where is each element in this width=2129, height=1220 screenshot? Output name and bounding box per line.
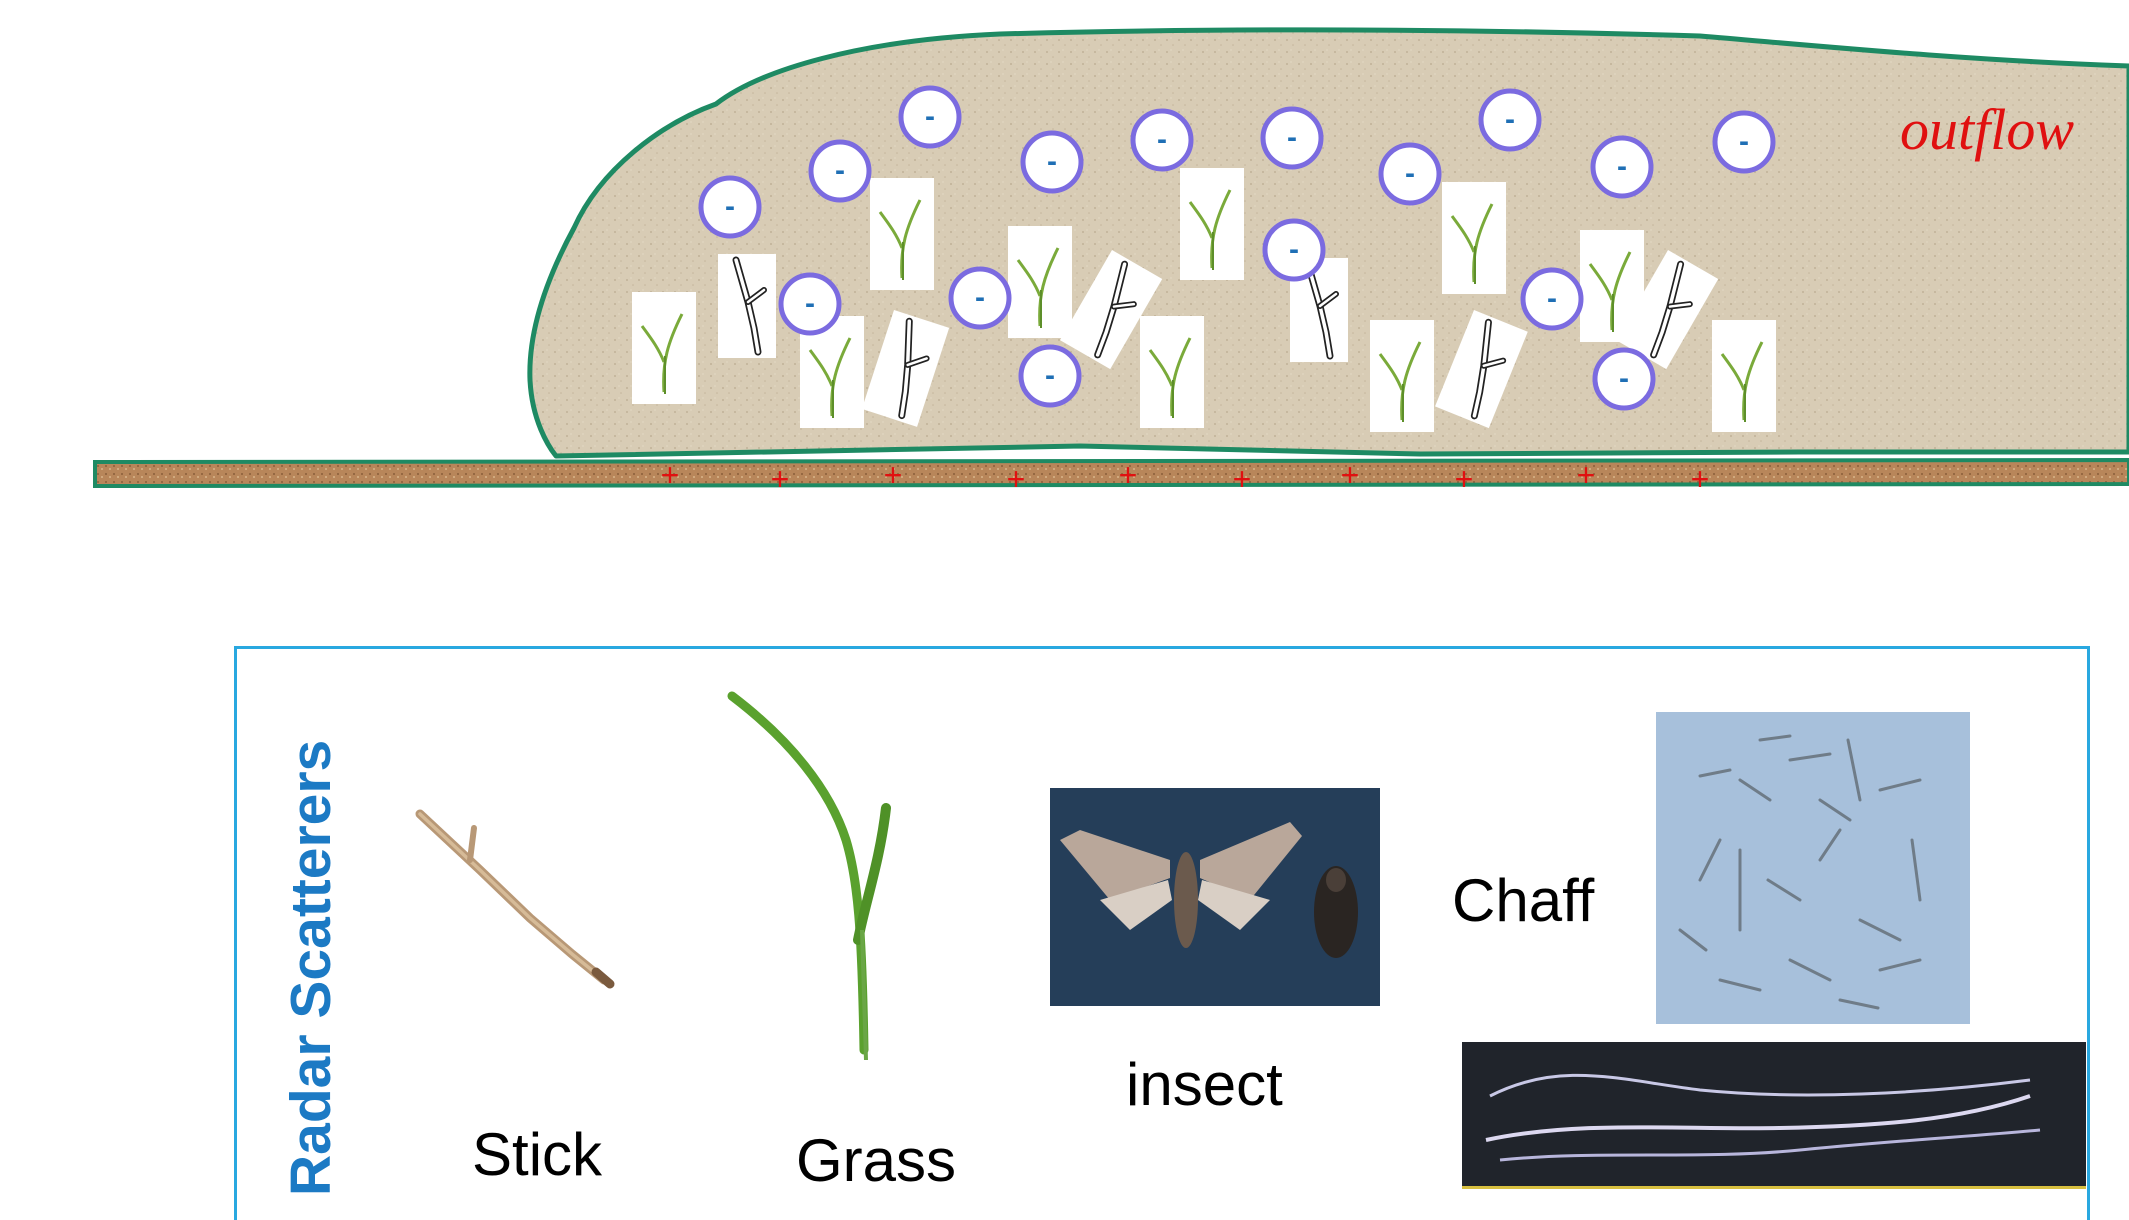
svg-text:-: - [725, 190, 735, 223]
positive-charge: + [1007, 461, 1026, 497]
svg-text:-: - [1619, 362, 1629, 395]
negative-charge: - [1263, 109, 1321, 167]
positive-charge: + [1455, 461, 1474, 497]
grass-label: Grass [796, 1126, 956, 1195]
negative-charge: - [1595, 350, 1653, 408]
svg-text:-: - [1739, 125, 1749, 158]
positive-charge: + [884, 457, 903, 493]
negative-charge: - [1523, 270, 1581, 328]
svg-text:-: - [975, 281, 985, 314]
chaff-label: Chaff [1452, 866, 1594, 935]
positive-charge: + [1233, 461, 1252, 497]
svg-text:-: - [1047, 145, 1057, 178]
negative-charge: - [1265, 221, 1323, 279]
svg-text:-: - [1157, 123, 1167, 156]
svg-text:-: - [1289, 233, 1299, 266]
stick-label: Stick [472, 1120, 602, 1189]
positive-charge: + [1341, 457, 1360, 493]
positive-charge: + [1119, 457, 1138, 493]
svg-text:-: - [805, 287, 815, 320]
insect-label: insect [1126, 1050, 1283, 1119]
negative-charge: - [1381, 145, 1439, 203]
negative-charge: - [811, 142, 869, 200]
svg-text:-: - [1045, 359, 1055, 392]
svg-text:-: - [1405, 157, 1415, 190]
negative-charge: - [781, 275, 839, 333]
panel-title: Radar Scatterers [278, 740, 344, 1196]
outflow-label: outflow [1900, 96, 2074, 163]
negative-charge: - [951, 269, 1009, 327]
svg-text:-: - [925, 100, 935, 133]
svg-text:-: - [1547, 282, 1557, 315]
negative-charge: - [1023, 133, 1081, 191]
negative-charge: - [1021, 347, 1079, 405]
negative-charge: - [901, 88, 959, 146]
svg-text:-: - [1505, 103, 1515, 136]
ground-strip [95, 460, 2129, 486]
negative-charge: - [1481, 91, 1539, 149]
negative-charge: - [701, 178, 759, 236]
outflow-body [530, 30, 2129, 456]
positive-charge: + [1691, 461, 1710, 497]
negative-charge: - [1715, 113, 1773, 171]
positive-charge: + [771, 461, 790, 497]
negative-charge: - [1593, 138, 1651, 196]
negative-charge: - [1133, 111, 1191, 169]
svg-text:-: - [1617, 150, 1627, 183]
svg-text:-: - [835, 154, 845, 187]
positive-charge: + [661, 457, 680, 493]
svg-text:-: - [1287, 121, 1297, 154]
positive-charge: + [1577, 457, 1596, 493]
